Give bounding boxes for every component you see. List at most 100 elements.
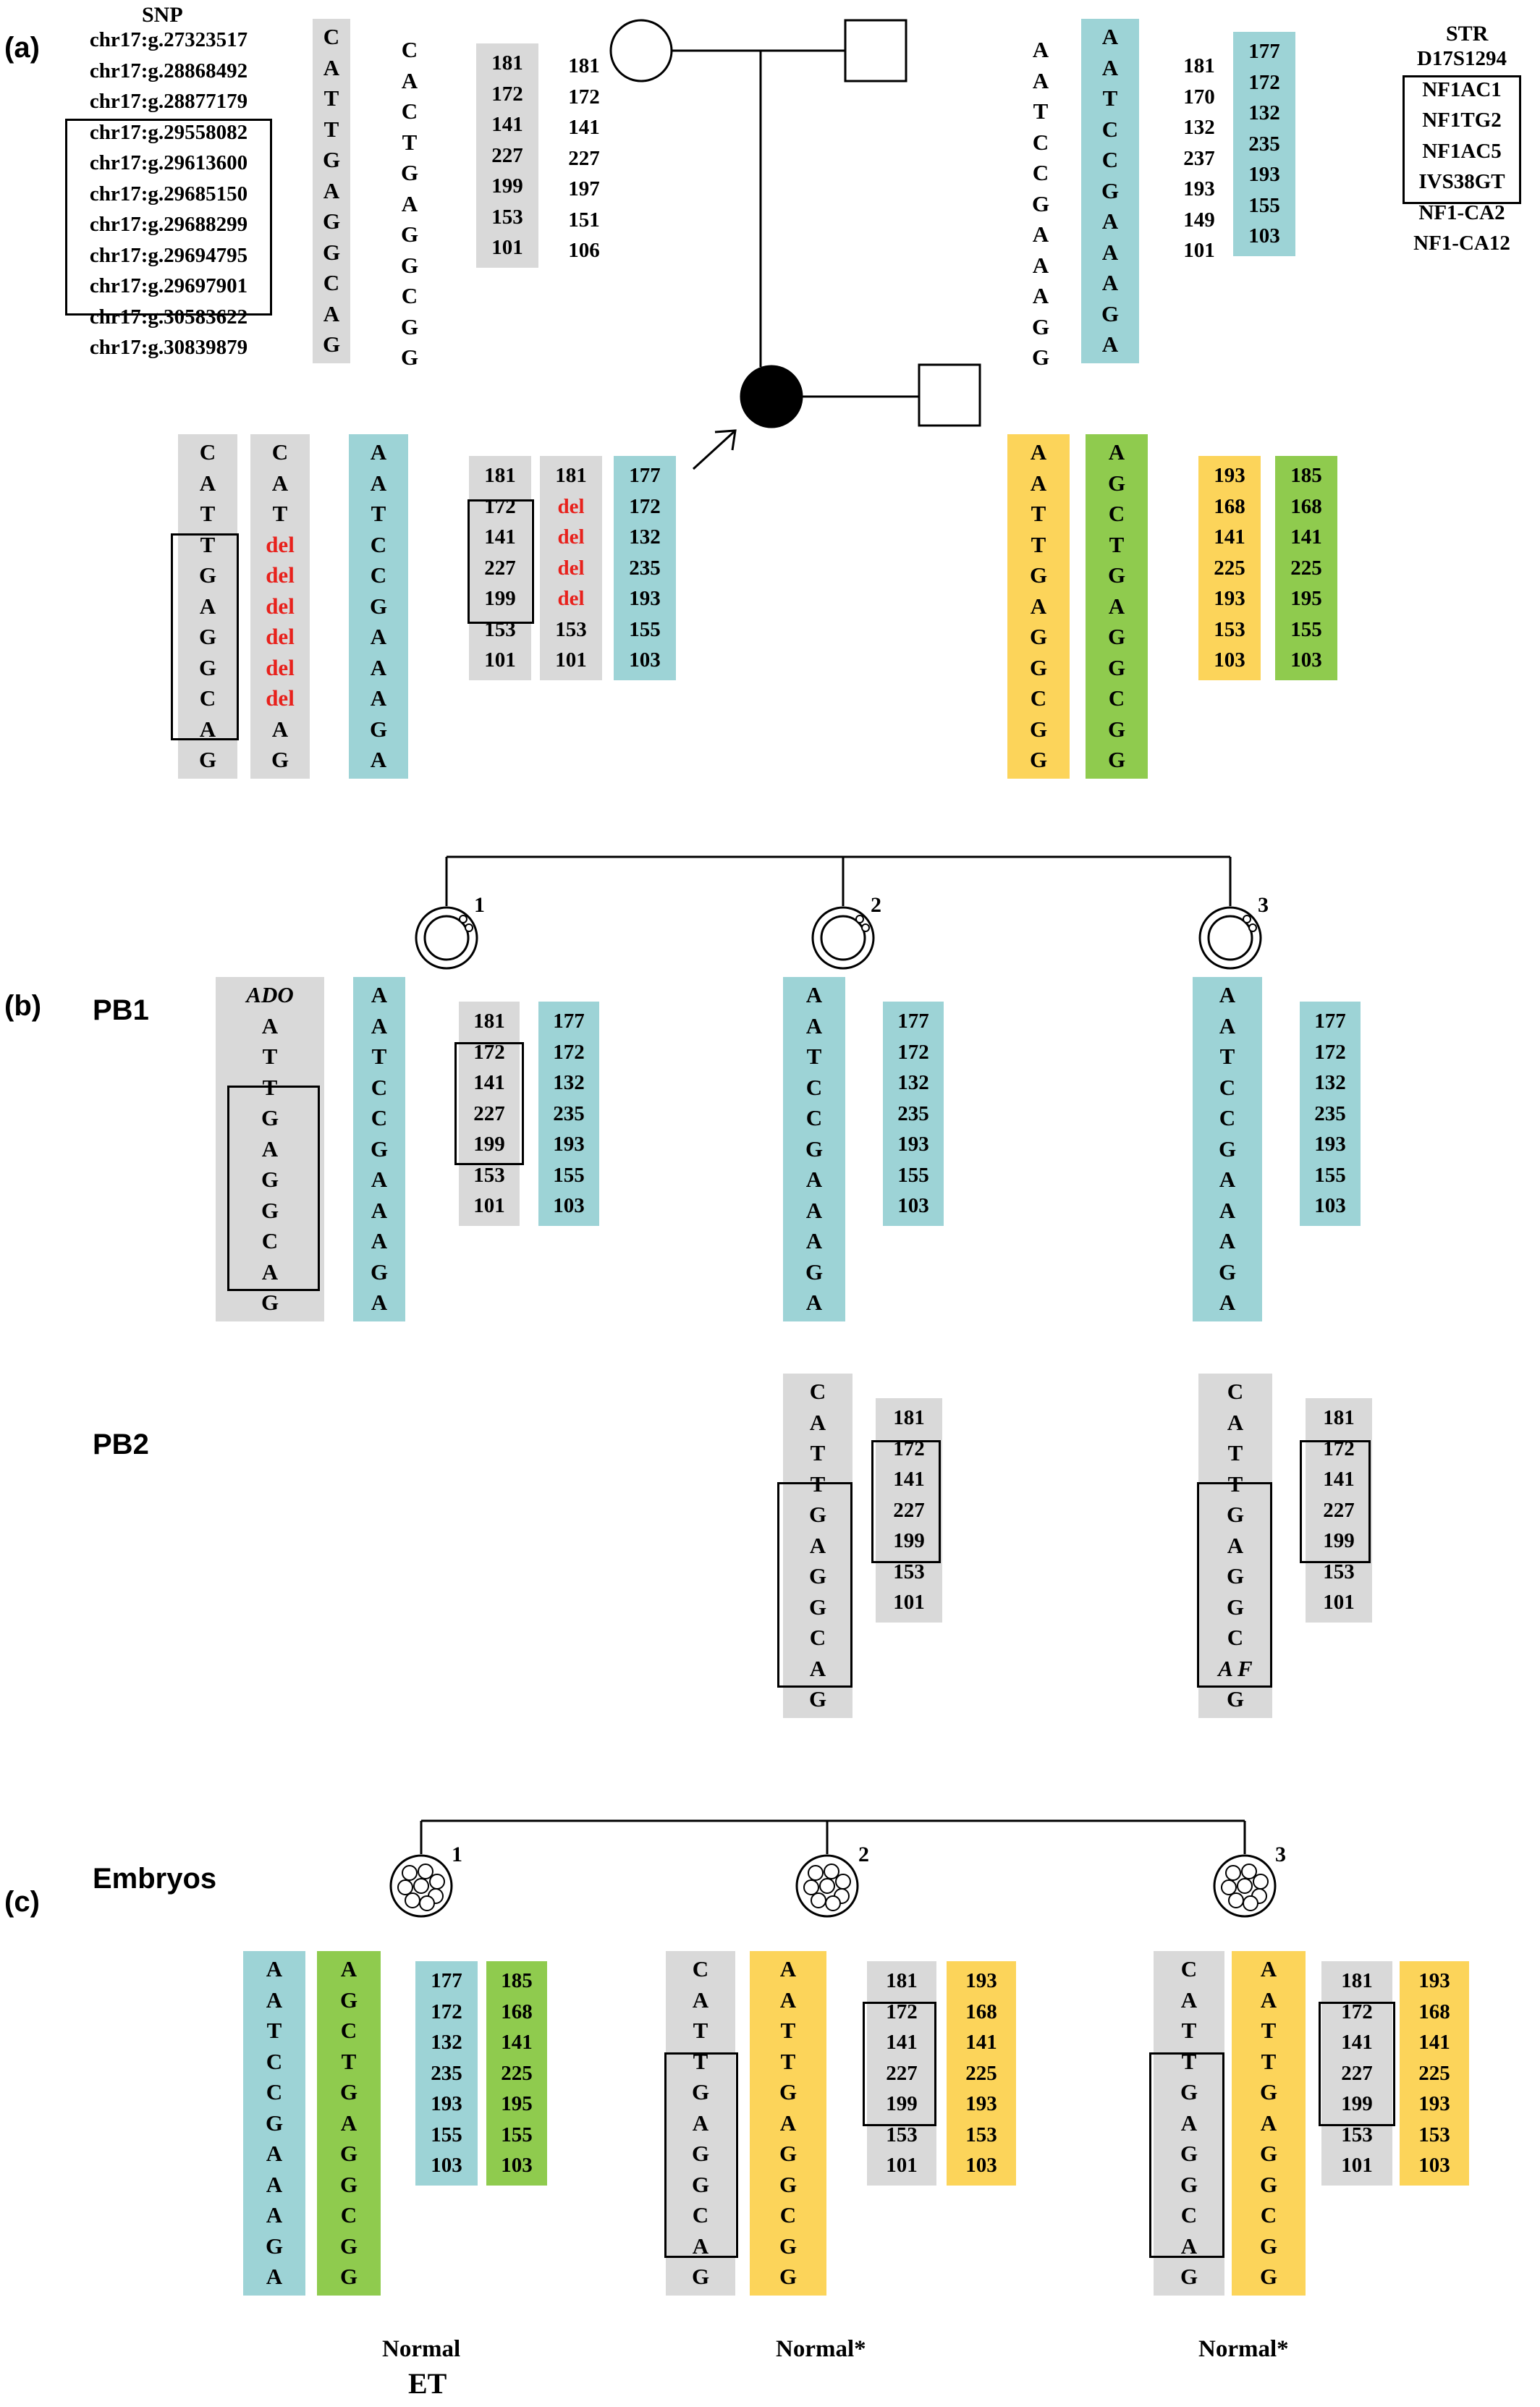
allele: 177 — [431, 1969, 462, 1992]
allele: 103 — [1314, 1194, 1346, 1217]
allele: 101 — [555, 648, 587, 672]
allele: A — [371, 1290, 388, 1315]
allele: A — [323, 177, 340, 203]
allele: 153 — [473, 1163, 505, 1187]
allele: 181 — [893, 1406, 925, 1429]
allele: A — [370, 747, 387, 772]
allele: 225 — [1418, 2061, 1450, 2085]
allele: 153 — [484, 617, 516, 641]
allele: 181 — [491, 51, 523, 75]
allele: 141 — [568, 116, 600, 139]
allele: G — [1180, 2264, 1198, 2289]
allele: G — [1101, 300, 1120, 326]
allele: A — [692, 2110, 709, 2136]
allele: 193 — [553, 1133, 585, 1156]
allele: G — [1031, 313, 1050, 339]
allele: A — [323, 54, 340, 80]
allele: A — [779, 2110, 797, 2136]
allele: G — [322, 147, 341, 172]
allele: 172 — [897, 1040, 929, 1064]
embryo-2-status: Normal* — [776, 2336, 866, 2362]
allele: 193 — [965, 1969, 997, 1992]
allele: G — [1107, 716, 1126, 742]
marker-label: chr17:g.28877179 — [89, 90, 248, 113]
str-header: STR — [1446, 22, 1489, 46]
allele: G — [369, 716, 388, 742]
snp-deletion-box — [65, 119, 272, 316]
panel-c-label: (c) — [4, 1886, 40, 1918]
allele: G — [1031, 344, 1050, 370]
allele: G — [370, 1259, 389, 1285]
embryo-2-number: 2 — [858, 1843, 869, 1866]
allele: A — [1219, 1012, 1236, 1038]
allele: 181 — [886, 1969, 918, 1992]
allele: A — [1101, 24, 1119, 49]
marker-label: NF1-CA12 — [1413, 232, 1510, 255]
deletion-region-box — [664, 2052, 738, 2258]
allele: 193 — [431, 2092, 462, 2115]
allele: A — [1219, 1228, 1236, 1253]
allele: 141 — [893, 1468, 925, 1491]
allele: 153 — [1323, 1560, 1355, 1583]
allele: T — [780, 2018, 796, 2043]
allele: 181 — [473, 1010, 505, 1033]
allele: 227 — [886, 2061, 918, 2085]
allele: G — [261, 1105, 279, 1130]
allele: 172 — [629, 494, 661, 518]
allele: T — [693, 2018, 708, 2043]
allele: G — [339, 2171, 358, 2197]
allele: 149 — [1183, 208, 1215, 232]
allele: G — [805, 1259, 824, 1285]
allele: 227 — [1323, 1498, 1355, 1522]
allele: ADO — [246, 982, 294, 1007]
allele: G — [808, 1563, 827, 1589]
allele: 177 — [1314, 1010, 1346, 1033]
deletion-region-box — [1319, 2002, 1395, 2126]
pb2-label: PB2 — [93, 1429, 149, 1460]
embryo-1-transfer: ET — [408, 2367, 447, 2400]
allele: 153 — [491, 205, 523, 229]
allele: C — [809, 1379, 826, 1404]
allele: C — [371, 1074, 388, 1100]
allele: 101 — [1323, 1591, 1355, 1614]
allele: 181 — [484, 464, 516, 487]
allele: G — [198, 654, 217, 680]
allele: G — [261, 1167, 279, 1192]
allele: A — [1030, 439, 1047, 465]
allele: G — [400, 344, 419, 370]
allele: 103 — [1214, 648, 1245, 672]
embryo-3-status: Normal* — [1198, 2336, 1289, 2362]
allele: 172 — [431, 2000, 462, 2023]
allele: G — [1226, 1594, 1245, 1620]
allele: C — [1108, 685, 1125, 711]
str-deletion-box — [1402, 75, 1521, 204]
allele: 155 — [629, 617, 661, 641]
snp-header: SNP — [142, 3, 183, 27]
allele: G — [691, 2079, 710, 2104]
allele: C — [1032, 129, 1049, 155]
allele: G — [1259, 2264, 1278, 2289]
allele: 235 — [629, 556, 661, 580]
allele: 172 — [491, 82, 523, 106]
embryo-1-number: 1 — [452, 1843, 462, 1866]
allele: 227 — [568, 146, 600, 170]
allele: G — [1029, 654, 1048, 680]
allele: A — [266, 2141, 283, 2166]
allele: G — [261, 1197, 279, 1223]
oocyte-1-number: 1 — [474, 893, 485, 917]
allele: G — [1107, 624, 1126, 649]
allele: A — [1227, 1532, 1244, 1558]
allele: A — [199, 716, 216, 742]
